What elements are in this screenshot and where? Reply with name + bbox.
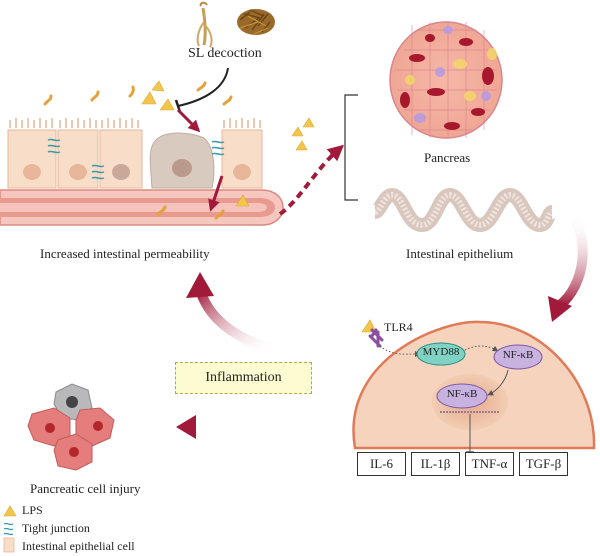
legend-lps-label: LPS	[22, 503, 43, 517]
epithelial-cell	[221, 118, 263, 189]
target-bracket	[344, 94, 358, 201]
nfkb-cyto-label: NF-κB	[502, 349, 534, 361]
ginseng-root-icon	[196, 1, 213, 48]
cytokine-tgfb: TGF-β	[519, 452, 568, 476]
myd88-label: MYD88	[422, 346, 460, 358]
tight-junction-icon	[47, 138, 61, 154]
damaged-epithelial-cell	[149, 132, 215, 189]
cytokine-tnfa: TNF-α	[465, 452, 514, 476]
tight-junction-icon	[91, 164, 105, 180]
lps-particles	[141, 80, 315, 207]
arrowhead	[176, 415, 196, 439]
lps-to-pancreas-arrow	[278, 144, 345, 216]
entry-arrow	[208, 175, 224, 212]
injured-pancreatic-cells	[27, 383, 115, 471]
nfkb-cyto-node	[493, 344, 543, 370]
cytokine-il6: IL-6	[357, 452, 406, 476]
blood-vessel	[0, 189, 284, 226]
epithelial-cell	[57, 118, 99, 189]
legend-epithelial-cell-label: Intestinal epithelial cell	[22, 539, 135, 553]
myd88-node	[416, 342, 466, 366]
tight-junction-icon	[3, 522, 14, 536]
pancreatic-injury-label: Pancreatic cell injury	[30, 481, 141, 496]
legend-tight-junction-label: Tight junction	[22, 521, 90, 535]
inflammation-box: Inflammation	[175, 362, 312, 394]
tlr4-to-myd88-arrow	[379, 345, 421, 358]
epithelial-cell-layer	[7, 118, 263, 189]
intestinal-epithelium-inner	[373, 191, 554, 229]
intestinal-epithelium-label: Intestinal epithelium	[406, 246, 514, 261]
sl-decoction-label: SL decoction	[188, 46, 262, 61]
arrowhead	[548, 296, 572, 322]
bacteria-particles	[43, 81, 233, 220]
nfkb-to-nucleus-arrow	[487, 369, 509, 396]
epithelial-cell-icon	[3, 537, 15, 553]
pancreas-icon	[389, 21, 503, 139]
epithelial-cell	[7, 118, 57, 189]
sl-inhibition-line	[177, 67, 229, 107]
pancreas-label: Pancreas	[424, 150, 471, 165]
tight-junction-icon	[211, 140, 225, 156]
cytokine-il1b: IL-1β	[411, 452, 460, 476]
myd88-to-nfkb-arrow	[461, 345, 499, 353]
tlr4-label: TLR4	[384, 320, 413, 334]
lps-triangle-icon	[3, 505, 17, 517]
nfkb-nuc-label: NF-κB	[446, 388, 478, 400]
herb-pile-icon	[237, 9, 275, 35]
permeability-label: Increased intestinal permeability	[40, 246, 210, 261]
nfkb-nuc-node	[436, 383, 488, 409]
inflammation-to-permeability-arrow	[195, 288, 277, 355]
entry-arrow	[176, 108, 201, 133]
arrowhead	[186, 272, 214, 298]
tlr4-receptor-icon	[368, 328, 384, 348]
epithelial-cell	[99, 118, 143, 189]
epithelium-to-cell-arrow	[556, 212, 588, 309]
